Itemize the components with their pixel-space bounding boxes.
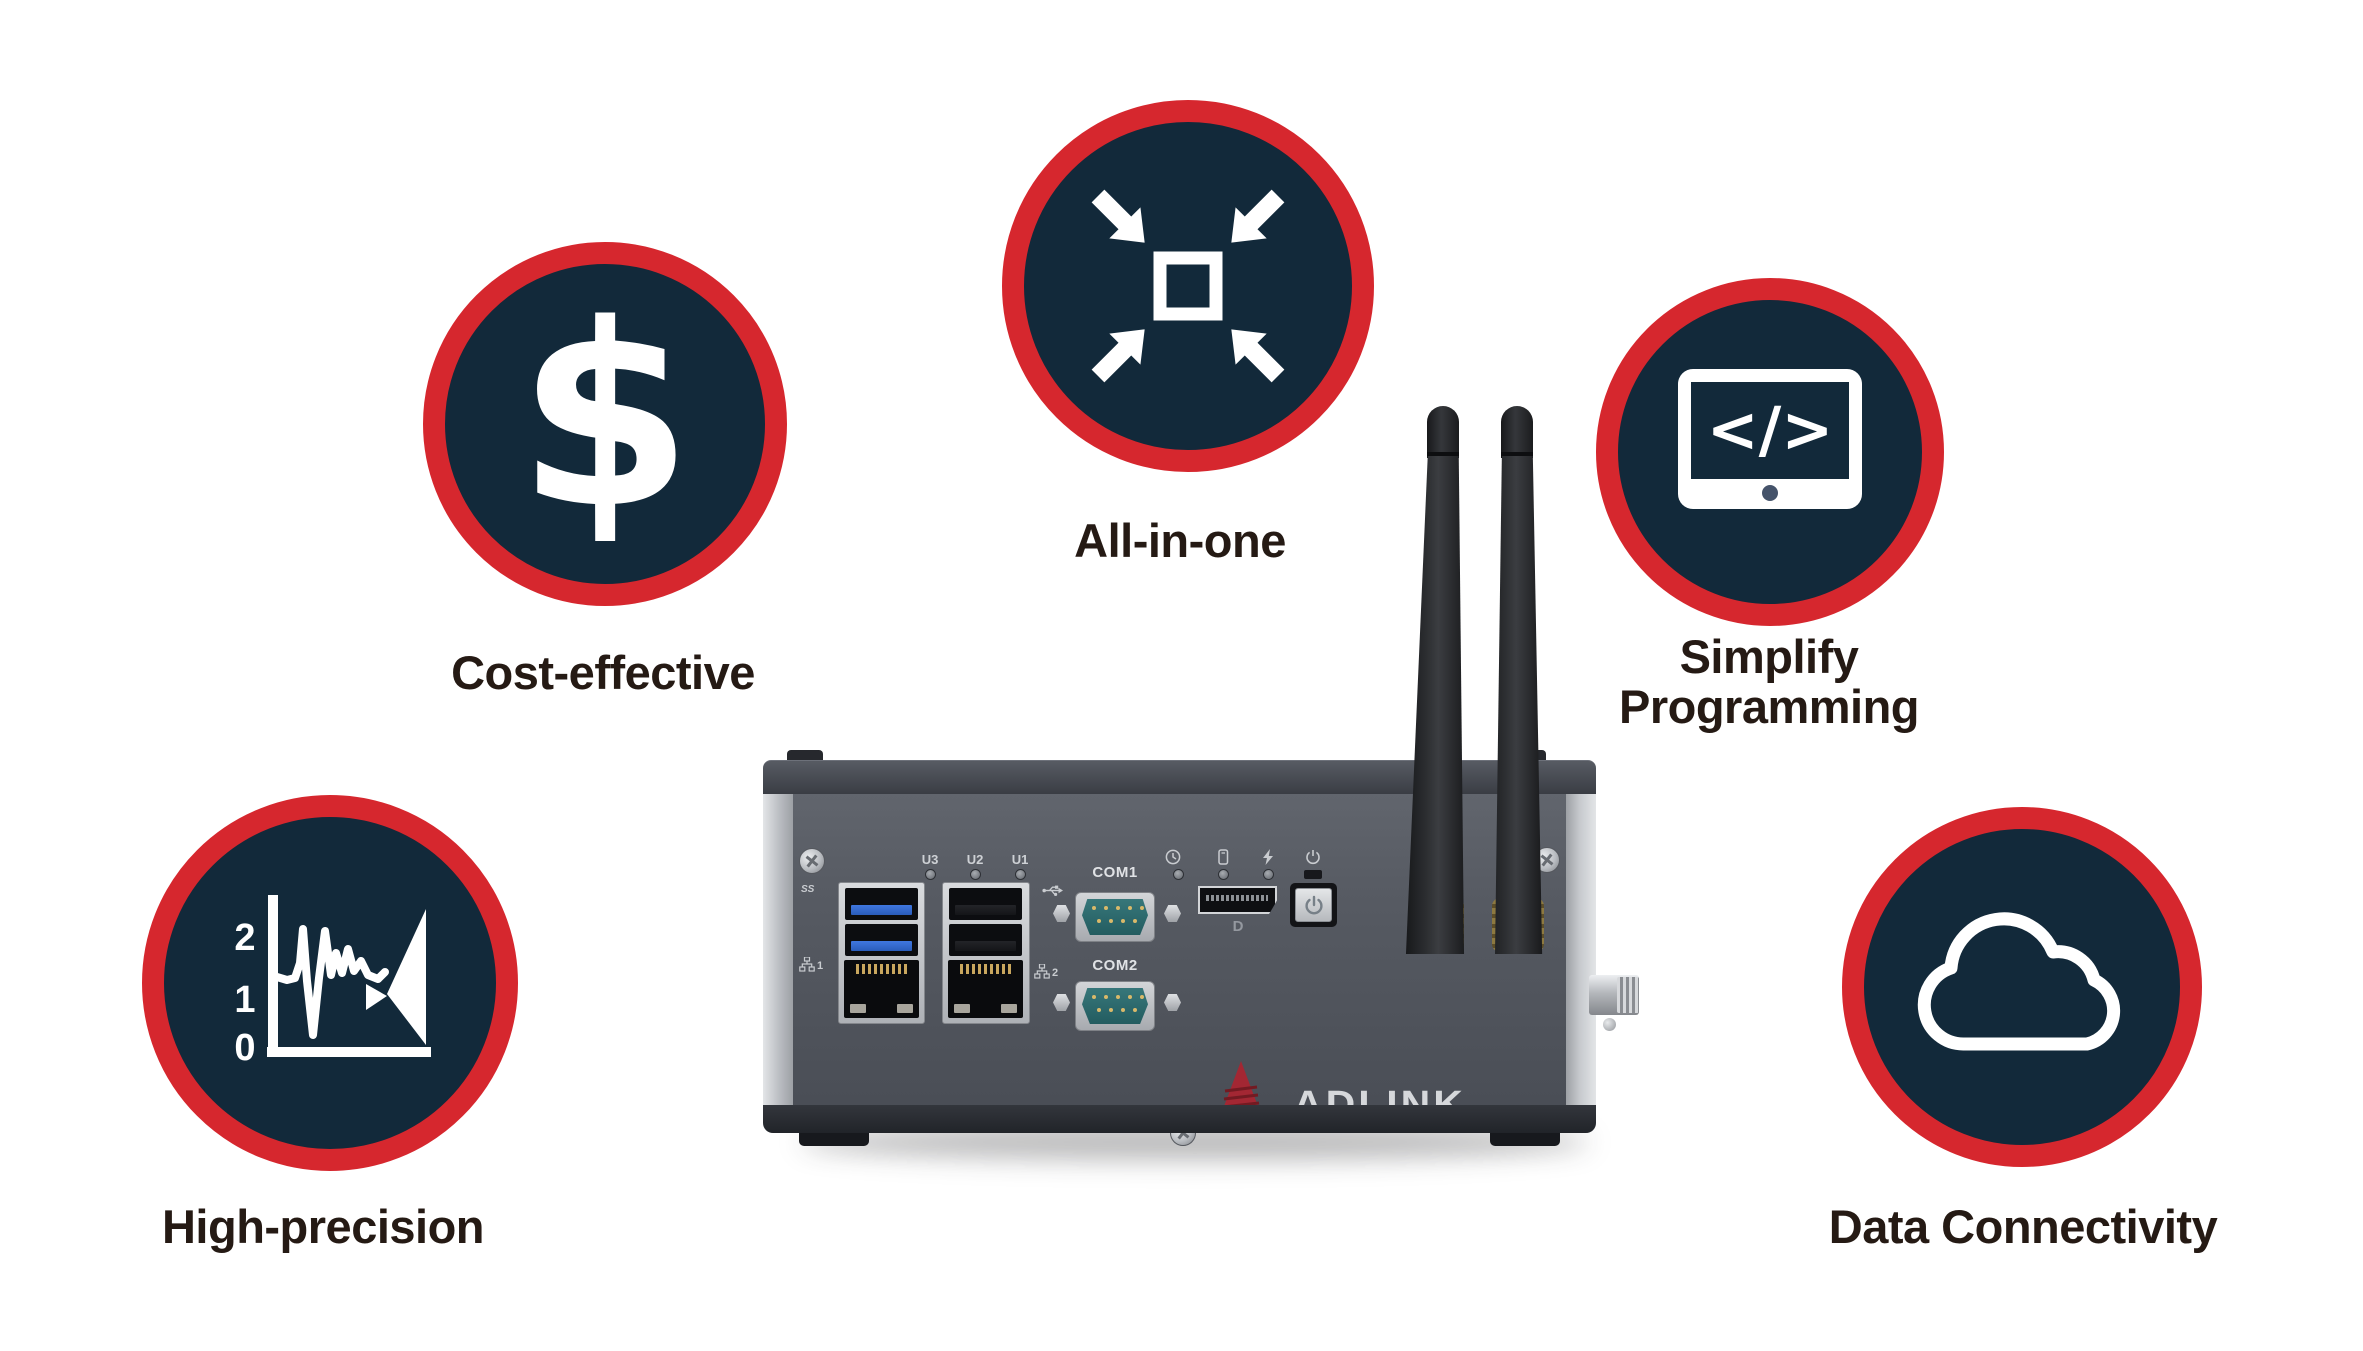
antenna-left-joint <box>1427 452 1459 458</box>
svg-text:1: 1 <box>234 979 255 1021</box>
wifi-antenna-left <box>1405 456 1465 954</box>
antenna-right-joint <box>1501 452 1533 458</box>
ethernet-port-lan2 <box>948 960 1023 1018</box>
usb3-port <box>845 924 918 956</box>
compress-arrows-icon <box>1091 189 1285 383</box>
programming-line: Programming <box>1618 680 1920 733</box>
ethernet-port-lan1 <box>844 960 919 1018</box>
usb-label-u3: U3 <box>921 852 939 867</box>
thumbscrew-nut <box>1053 994 1070 1011</box>
usb3-superspeed-icon: SS <box>801 884 815 895</box>
all-in-one-label: All-in-one <box>1074 514 1286 567</box>
status-led <box>1263 869 1274 880</box>
lightning-icon <box>1259 848 1277 866</box>
power-button[interactable] <box>1290 883 1337 927</box>
com2-serial-port <box>1051 979 1183 1033</box>
thumbscrew-nut <box>1164 994 1181 1011</box>
device-top-cap <box>763 760 1596 794</box>
device-front-panel: U3 U2 U1 SS 1 <box>763 794 1596 1146</box>
thumbscrew-nut <box>1164 905 1181 922</box>
lan2-icon: 2 <box>1034 964 1058 979</box>
adlink-controller-device: U3 U2 U1 SS 1 <box>763 748 1639 1148</box>
displayport-connector <box>1198 886 1277 914</box>
code-glyph: </> <box>1707 393 1834 466</box>
left-side-rail <box>763 794 793 1105</box>
com2-label: COM2 <box>1092 957 1138 974</box>
side-screw <box>1603 1018 1616 1031</box>
right-side-rail <box>1566 794 1596 1105</box>
usb2-lan-port-stack <box>942 882 1030 1024</box>
com1-label: COM1 <box>1092 864 1138 881</box>
usb2-port <box>949 888 1022 920</box>
antenna-left-cap <box>1427 406 1459 460</box>
signal-chart-icon: 2 1 0 <box>234 895 431 1069</box>
usb3-port <box>845 888 918 920</box>
simplify-programming-label: Simplify Programming <box>1569 632 1969 732</box>
all-in-one-badge <box>1002 100 1374 472</box>
clock-icon <box>1164 848 1182 866</box>
device-foot <box>799 1133 869 1146</box>
lan1-number: 1 <box>817 960 824 972</box>
storage-icon <box>1214 848 1232 866</box>
usb2-port <box>949 924 1022 956</box>
antenna-right-cap <box>1501 406 1533 460</box>
simplify-programming-badge: </> <box>1596 278 1944 626</box>
cost-effective-label: Cost-effective <box>451 646 755 699</box>
com1-serial-port <box>1051 890 1183 944</box>
lan2-number: 2 <box>1052 967 1059 979</box>
device-bottom-bezel <box>763 1105 1596 1133</box>
usb3-lan-port-stack <box>838 882 925 1024</box>
displayport-logo: D <box>1232 918 1244 935</box>
status-led <box>970 869 981 880</box>
svg-text:0: 0 <box>234 1027 255 1069</box>
wifi-antenna-right <box>1495 456 1543 954</box>
screw <box>799 848 825 874</box>
data-connectivity-label: Data Connectivity <box>1828 1200 2218 1253</box>
high-precision-label: High-precision <box>161 1200 485 1253</box>
device-foot <box>1490 1133 1560 1146</box>
svg-text:2: 2 <box>234 917 255 959</box>
status-led <box>1173 869 1184 880</box>
power-button-face <box>1295 888 1332 922</box>
usb-icon <box>1042 884 1064 897</box>
top-mount-left <box>787 750 823 762</box>
status-led <box>1218 869 1229 880</box>
simplify-line: Simplify <box>1679 630 1859 683</box>
bnc-connector <box>1589 975 1639 1015</box>
db9-connector <box>1075 892 1155 942</box>
high-precision-badge: 2 1 0 <box>142 795 518 1171</box>
data-connectivity-badge <box>1842 807 2202 1167</box>
lan1-icon: 1 <box>799 957 823 972</box>
thumbscrew-nut <box>1053 905 1070 922</box>
usb-label-u2: U2 <box>966 852 984 867</box>
status-led <box>925 869 936 880</box>
code-screen-icon: </> <box>1678 369 1862 509</box>
cost-effective-badge: $ <box>423 242 787 606</box>
cloud-icon <box>1917 912 2121 1051</box>
status-led <box>1015 869 1026 880</box>
power-icon <box>1304 895 1323 915</box>
power-status-icon <box>1304 848 1322 866</box>
usb-label-u1: U1 <box>1011 852 1029 867</box>
power-led <box>1304 870 1322 879</box>
db9-connector <box>1075 981 1155 1031</box>
dollar-icon: $ <box>517 271 693 564</box>
